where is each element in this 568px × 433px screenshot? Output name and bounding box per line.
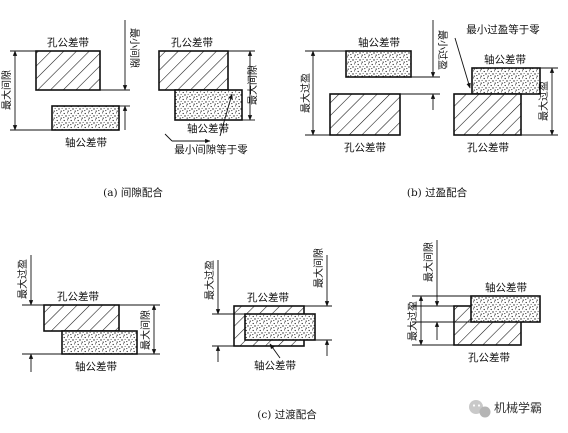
- shaft-zone-box: [345, 50, 412, 78]
- max-clearance-label: 最大间隙: [312, 248, 325, 288]
- hole-zone-box: [453, 93, 522, 136]
- shaft-zone-box: [470, 295, 541, 323]
- max-clearance-label: 最大间隙: [246, 65, 259, 105]
- min-clearance-zero-label: 最小间隙等于零: [174, 143, 248, 156]
- max-clearance-label: 最大间隙: [422, 242, 435, 282]
- shaft-zone-box: [471, 67, 541, 95]
- wechat-logo-icon: [469, 400, 491, 418]
- shaft-zone-label: 轴公差带: [358, 36, 400, 49]
- min-interference-label: 最小过盈: [436, 30, 449, 70]
- max-interference-label: 最大过盈: [406, 301, 419, 341]
- hole-zone-label: 孔公差带: [467, 141, 509, 154]
- watermark-text: 机械学霸: [494, 400, 542, 415]
- max-clearance-label: 最大间隙: [0, 70, 13, 110]
- shaft-zone-label: 轴公差带: [187, 122, 229, 135]
- hole-zone-label: 孔公差带: [47, 36, 89, 49]
- shaft-zone-label: 轴公差带: [485, 281, 527, 294]
- diagram-a-clearance-right: 孔公差带 轴公差带 最大间隙 最小间隙等于零: [158, 36, 259, 156]
- diagram-c-transition-1: 孔公差带 轴公差带 最大过盈 最大间隙: [16, 255, 160, 373]
- hole-zone-label: 孔公差带: [57, 290, 99, 303]
- max-interference-label: 最大过盈: [203, 260, 216, 300]
- diagram-c-transition-2: 孔公差带 轴公差带 最大过盈 最大间隙: [203, 248, 332, 372]
- hole-zone-box: [35, 50, 101, 91]
- hole-zone-box: [158, 50, 229, 91]
- watermark: 机械学霸: [469, 400, 542, 418]
- hole-zone-box: [43, 304, 120, 332]
- hole-zone-label: 孔公差带: [468, 351, 510, 364]
- hole-zone-label: 孔公差带: [344, 141, 386, 154]
- min-interference-zero-label: 最小过盈等于零: [466, 23, 540, 36]
- shaft-zone-box: [51, 105, 120, 131]
- shaft-zone-box: [61, 330, 138, 355]
- max-clearance-label: 最大间隙: [139, 310, 152, 350]
- diagram-a-clearance-left: 孔公差带 轴公差带 最大间隙 最小间隙: [0, 20, 141, 149]
- hole-zone-label: 孔公差带: [171, 36, 213, 49]
- shaft-zone-label: 轴公差带: [484, 53, 526, 66]
- shaft-zone-box: [244, 313, 316, 341]
- diagram-b-interference-right: 最小过盈等于零 轴公差带 孔公差带 最大过盈: [453, 23, 558, 154]
- max-interference-label: 最大过盈: [537, 81, 550, 121]
- max-interference-label: 最大过盈: [16, 259, 29, 299]
- hole-zone-label: 孔公差带: [247, 291, 289, 304]
- hole-zone-box: [329, 93, 401, 136]
- max-interference-label: 最大过盈: [299, 73, 312, 113]
- shaft-zone-label: 轴公差带: [65, 136, 107, 149]
- caption-b: (b) 过盈配合: [407, 186, 468, 199]
- diagram-b-interference-left: 轴公差带 孔公差带 最大过盈 最小过盈: [299, 20, 449, 154]
- caption-a: (a) 间隙配合: [103, 186, 163, 199]
- diagram-c-transition-3: 轴公差带 孔公差带 最大过盈 最大间隙: [406, 240, 541, 364]
- min-clearance-label: 最小间隙: [128, 28, 141, 68]
- shaft-zone-label: 轴公差带: [254, 359, 296, 372]
- caption-c: (c) 过渡配合: [257, 408, 317, 421]
- shaft-zone-label: 轴公差带: [75, 360, 117, 373]
